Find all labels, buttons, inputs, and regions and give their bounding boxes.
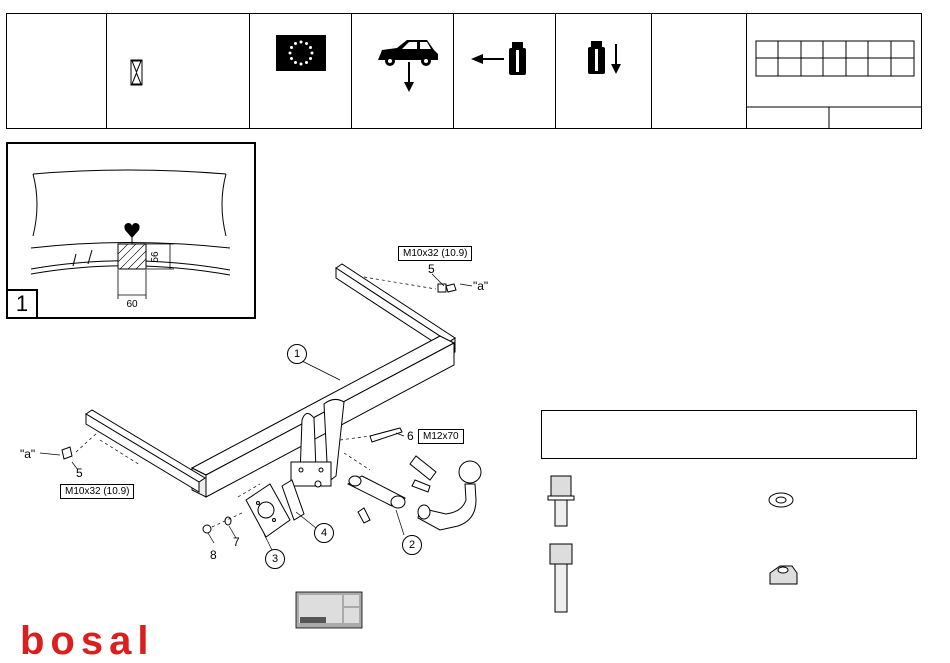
label-a-lower: "a" [20, 447, 35, 461]
part-6: 6 [407, 429, 414, 443]
long-bolt-icon [550, 544, 572, 612]
eu-flag-icon [250, 14, 352, 128]
bolt-spec-upper: M10x32 (10.9) [398, 246, 472, 261]
heart-icon [124, 223, 139, 238]
eu-star [309, 46, 312, 49]
eu-star [290, 57, 293, 60]
horizontal-weight-icon [454, 14, 556, 128]
bosal-logo: bosal [20, 626, 154, 656]
flange-bolt-icon [548, 476, 574, 526]
note-box [541, 410, 917, 459]
header-cell-horizontal-load [454, 14, 556, 128]
bolt-spec-lower: M10x32 (10.9) [60, 484, 134, 499]
header-table [6, 13, 922, 129]
eu-star [294, 42, 297, 45]
eu-star [300, 41, 303, 44]
header-cell-blank [7, 14, 107, 128]
dim-height-label: 56 [150, 251, 161, 263]
type-plate [296, 592, 362, 628]
header-cell-hourglass [107, 14, 250, 128]
code-grid [747, 14, 921, 128]
hex-nut-icon [770, 566, 797, 584]
eu-star [289, 52, 292, 55]
bolt-spec-m12: M12x70 [418, 429, 464, 444]
detail-number: 1 [8, 289, 38, 317]
header-grid-cell [747, 14, 921, 128]
header-cell-car [352, 14, 454, 128]
part-8: 8 [210, 548, 217, 562]
eu-star [311, 52, 314, 55]
eu-star [305, 61, 308, 64]
part-5-upper: 5 [428, 262, 435, 276]
part-5-lower: 5 [76, 466, 83, 480]
hourglass-icon [107, 14, 250, 128]
part-1-callout: 1 [287, 344, 307, 364]
header-cell-blank-2 [652, 14, 747, 128]
eu-star [294, 61, 297, 64]
part-7: 7 [233, 535, 240, 549]
car-load-icon [352, 14, 454, 128]
dim-width-label: 60 [126, 299, 138, 310]
part-4-callout: 4 [314, 523, 334, 543]
part-2-callout: 2 [402, 535, 422, 555]
bumper-cutout-drawing: 56 60 [8, 144, 254, 317]
eu-star [290, 46, 293, 49]
header-cell-eu [250, 14, 352, 128]
spring-washer-icon [769, 493, 793, 507]
eu-star [300, 63, 303, 66]
header-cell-vertical-load [556, 14, 652, 128]
label-a-upper: "a" [473, 279, 488, 293]
eu-star [305, 42, 308, 45]
eu-star [309, 57, 312, 60]
part-3-callout: 3 [265, 549, 285, 569]
detail-view-box: 56 60 1 [6, 142, 256, 319]
vertical-weight-icon [556, 14, 652, 128]
